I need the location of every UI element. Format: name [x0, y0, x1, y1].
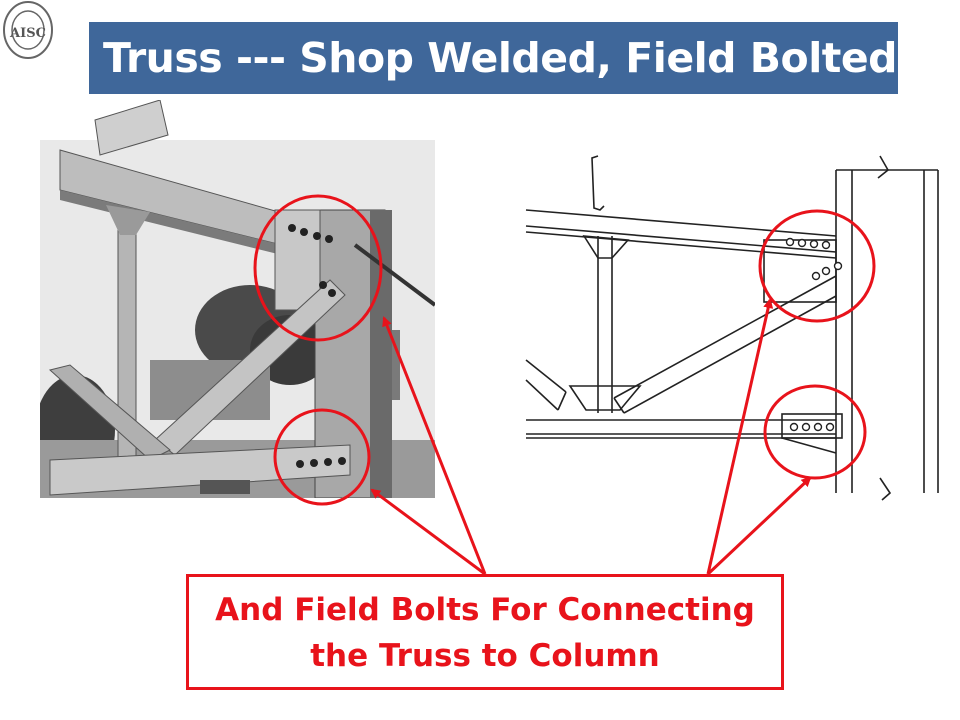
truss-photo: [40, 100, 435, 498]
truss-connection-drawing: [525, 155, 939, 501]
logo-lettering: AISC: [9, 26, 46, 41]
aisc-logo-seal: AISC: [3, 1, 53, 59]
slide-title: Truss --- Shop Welded, Field Bolted: [89, 22, 898, 94]
arrow-to-photo-bottom: [370, 488, 486, 576]
callout-line-2: the Truss to Column: [310, 638, 660, 674]
callout-line-1: And Field Bolts For Connecting: [215, 592, 755, 628]
callout-box: And Field Bolts For Connecting the Truss…: [186, 574, 784, 690]
